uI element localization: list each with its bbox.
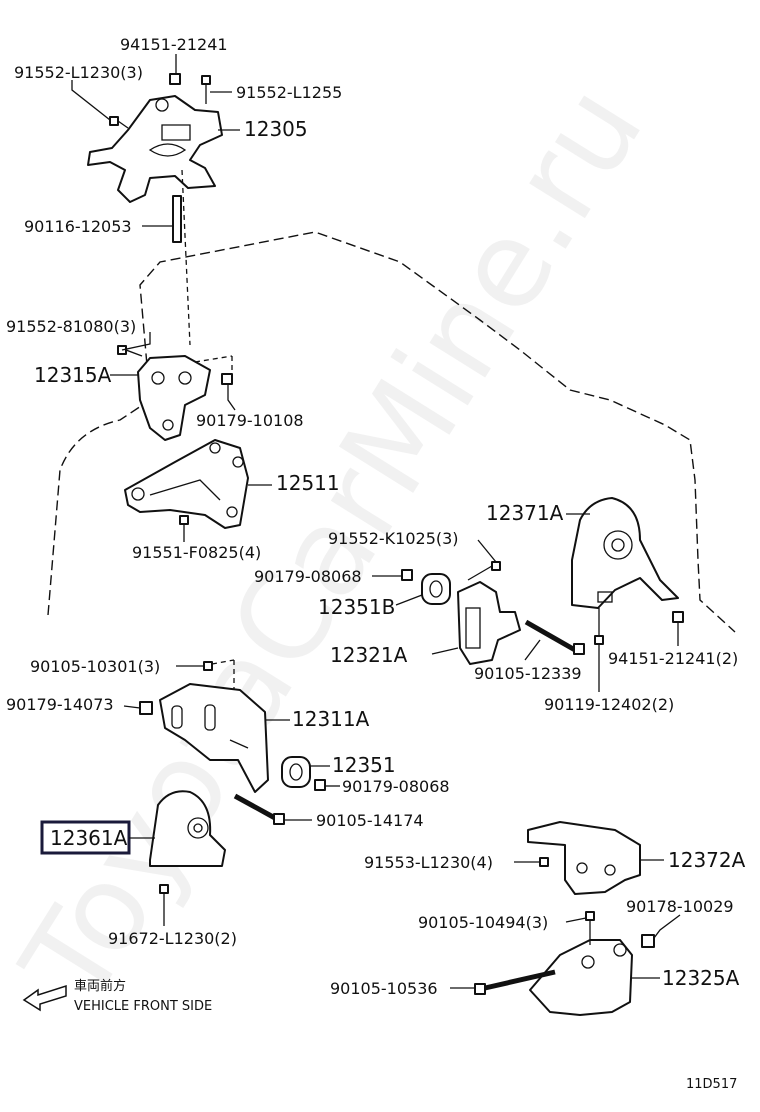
part-12351-bushing[interactable] <box>281 756 311 788</box>
nut-94151-21241[interactable] <box>169 73 181 85</box>
label-90179-10108: 90179-10108 <box>196 411 304 430</box>
label-12351: 12351 <box>332 753 396 777</box>
label-91553-l1230: 91553-L1230(4) <box>364 853 493 872</box>
front-note-jp: 車両前方 <box>74 978 126 994</box>
label-12321a: 12321A <box>330 643 408 667</box>
label-91552-l1230: 91552-L1230(3) <box>14 63 143 82</box>
label-12315a: 12315A <box>34 363 112 387</box>
bolt-90105-10536[interactable] <box>474 969 556 995</box>
nut-90178-10029[interactable] <box>641 934 655 948</box>
part-12321a-bracket[interactable] <box>457 581 521 665</box>
label-94151-21241: 94151-21241 <box>120 35 228 54</box>
label-90179-08068-b: 90179-08068 <box>342 777 450 796</box>
front-note-en: VEHICLE FRONT SIDE <box>74 999 212 1014</box>
label-90105-10301: 90105-10301(3) <box>30 657 160 676</box>
bolt-90105-10301[interactable] <box>203 661 213 671</box>
label-90105-10536: 90105-10536 <box>330 979 438 998</box>
bolt-91553-l1230[interactable] <box>539 857 549 867</box>
label-90105-10494: 90105-10494(3) <box>418 913 548 932</box>
bolt-91552-l1230[interactable] <box>109 116 129 129</box>
label-12361a: 12361A <box>50 826 128 850</box>
nut-90179-10108[interactable] <box>221 373 233 385</box>
label-90116-12053: 90116-12053 <box>24 217 132 236</box>
label-91672-l1230: 91672-L1230(2) <box>108 929 237 948</box>
label-90179-08068-a: 90179-08068 <box>254 567 362 586</box>
part-12372a-mount[interactable] <box>527 821 641 895</box>
part-12311a-bracket[interactable] <box>159 683 269 793</box>
diagram-code: 11D517 <box>686 1077 737 1092</box>
part-12305-engine-mount[interactable] <box>87 95 223 203</box>
part-12511-bracket[interactable] <box>124 439 249 529</box>
bolt-91552-l1255[interactable] <box>201 75 211 104</box>
label-94151-21241-2: 94151-21241(2) <box>608 649 738 668</box>
label-12372a: 12372A <box>668 848 746 872</box>
vehicle-front-indicator: 車両前方 VEHICLE FRONT SIDE <box>22 978 212 1014</box>
label-90179-14073: 90179-14073 <box>6 695 114 714</box>
part-12325a-bracket[interactable] <box>529 939 633 1016</box>
part-labels: 94151-21241 91552-L1230(3) 91552-L1255 1… <box>6 35 746 998</box>
label-12371a: 12371A <box>486 501 564 525</box>
nut-90179-08068-a[interactable] <box>401 569 413 581</box>
label-91552-81080: 91552-81080(3) <box>6 317 136 336</box>
part-12371a-mount[interactable] <box>571 497 679 609</box>
stud-90116-12053[interactable] <box>172 195 182 243</box>
label-91551-f0825: 91551-F0825(4) <box>132 543 261 562</box>
bolt-91672-l1230[interactable] <box>159 884 169 910</box>
bolt-90105-12339[interactable] <box>524 619 585 655</box>
leader-lines <box>71 54 681 989</box>
label-90105-14174: 90105-14174 <box>316 811 424 830</box>
nut-90179-08068-b[interactable] <box>314 779 326 791</box>
label-12325a: 12325A <box>662 966 740 990</box>
guide-line <box>181 169 191 346</box>
arrow-left-icon <box>22 984 67 1012</box>
part-12315a-bracket[interactable] <box>137 355 211 441</box>
label-90178-10029: 90178-10029 <box>626 897 734 916</box>
bolt-91552-81080[interactable] <box>117 345 143 357</box>
bolt-90105-10494[interactable] <box>585 911 595 945</box>
bolt-90119-12402[interactable] <box>594 608 604 645</box>
label-12511: 12511 <box>276 471 340 495</box>
guide-line <box>194 355 233 363</box>
bolt-91551-f0825[interactable] <box>179 515 189 525</box>
bolt-90105-14174[interactable] <box>233 793 285 825</box>
guide-line <box>211 659 235 665</box>
bolt-91552-k1025[interactable] <box>467 561 501 581</box>
label-90105-12339: 90105-12339 <box>474 664 582 683</box>
part-12361a-mount[interactable] <box>149 790 226 867</box>
label-91552-l1255: 91552-L1255 <box>236 83 342 102</box>
nut-90179-14073[interactable] <box>139 701 153 715</box>
label-90119-12402: 90119-12402(2) <box>544 695 674 714</box>
label-91552-k1025: 91552-K1025(3) <box>328 529 459 548</box>
nut-94151-21241-2[interactable] <box>672 611 684 623</box>
part-12351b-bushing[interactable] <box>421 573 451 605</box>
label-12311a: 12311A <box>292 707 370 731</box>
label-12305: 12305 <box>244 117 308 141</box>
label-12351b: 12351B <box>318 595 395 619</box>
